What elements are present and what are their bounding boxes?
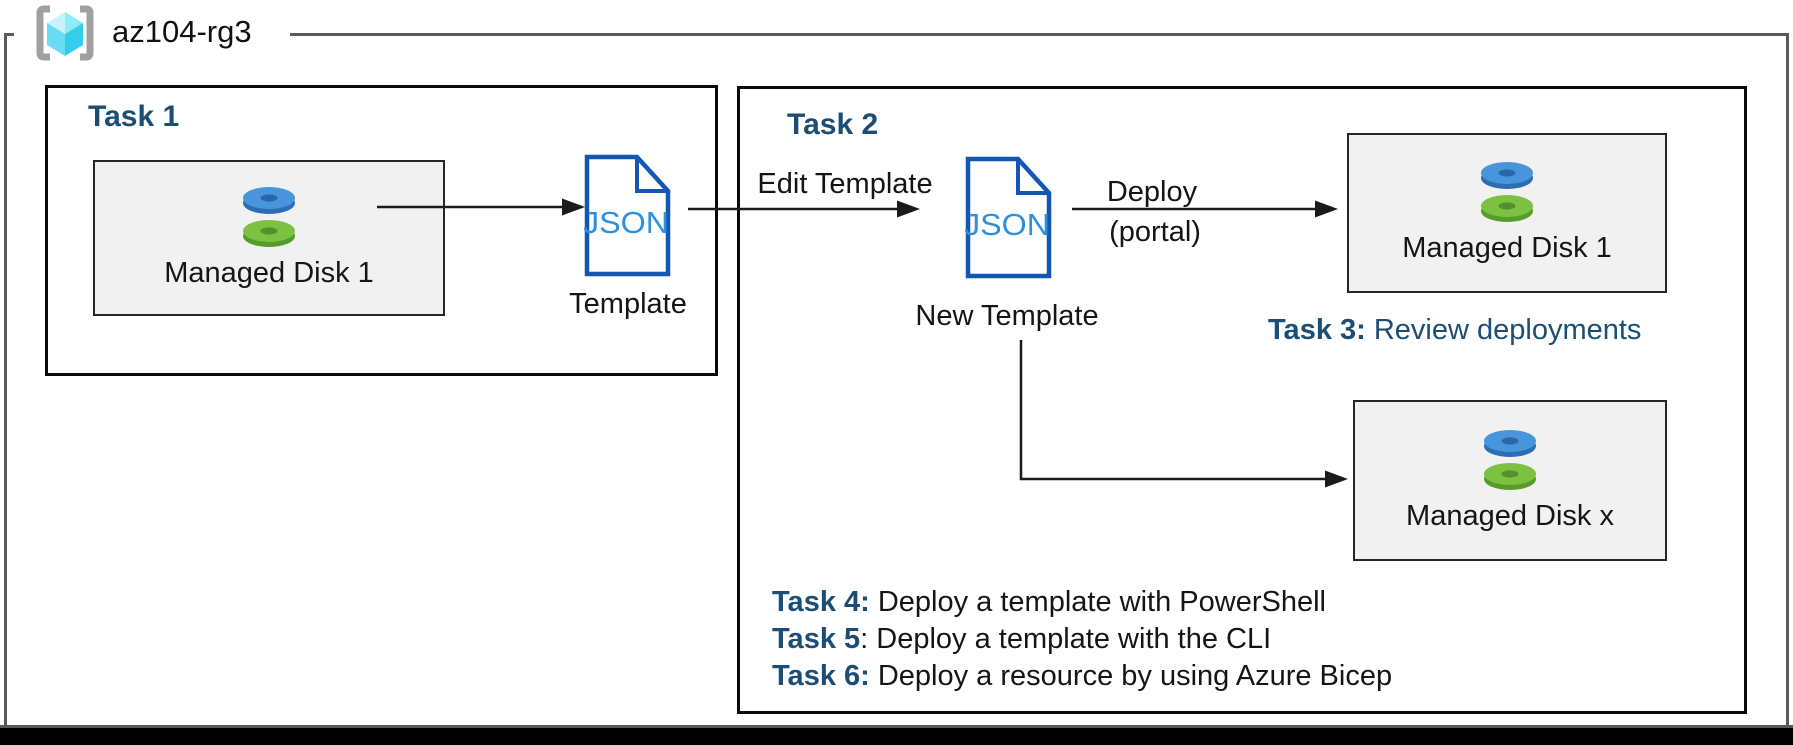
task4-line: Task 4: Deploy a template with PowerShel… [772,584,1392,621]
task1-heading: Task 1 [88,100,180,133]
task6-line: Task 6: Deploy a resource by using Azure… [772,658,1392,695]
task5-line: Task 5: Deploy a template with the CLI [772,621,1392,658]
managed-disk-1-label: Managed Disk 1 [164,257,374,289]
task3-caption: Task 3: Review deployments [1268,314,1641,347]
managed-disk-stack-icon [1484,429,1536,490]
task5-label: Task 5 [772,623,861,655]
managed-disk-x-label: Managed Disk x [1406,499,1614,532]
task2-heading: Task 2 [787,108,879,141]
managed-disk-1-box: Managed Disk 1 [93,160,445,316]
task-list: Task 4: Deploy a template with PowerShel… [772,584,1392,695]
deploy-portal-sublabel: (portal) [1109,216,1201,248]
managed-disk-1-deployed-label: Managed Disk 1 [1402,232,1612,264]
managed-disk-x-box: Managed Disk x [1353,400,1667,561]
task3-text: Review deployments [1365,314,1642,346]
task4-label: Task 4: [772,586,870,618]
edit-template-arrow-label: Edit Template [757,168,933,200]
resource-group-cube-icon [36,5,94,61]
json-doc-text: JSON [965,207,1050,242]
template-label: Template [569,288,687,320]
new-template-label: New Template [915,300,1099,332]
json-document-icon: JSON [965,156,1052,279]
managed-disk-stack-icon [1481,162,1533,222]
task4-text: Deploy a template with PowerShell [869,586,1326,618]
resource-group-name: az104-rg3 [112,14,252,49]
managed-disk-1-deployed-box: Managed Disk 1 [1347,133,1667,293]
managed-disk-stack-icon [243,187,295,247]
resource-group-frame [4,33,1789,725]
task3-label: Task 3: [1268,314,1366,346]
bottom-bar [0,725,1793,745]
task5-text: : Deploy a template with the CLI [860,623,1272,655]
task6-text: Deploy a resource by using Azure Bicep [869,660,1393,692]
json-doc-text: JSON [584,205,669,240]
frame-label-gap [14,31,290,39]
task6-label: Task 6: [772,660,870,692]
deploy-arrow-label: Deploy [1106,176,1198,208]
json-document-icon: JSON [584,154,671,277]
